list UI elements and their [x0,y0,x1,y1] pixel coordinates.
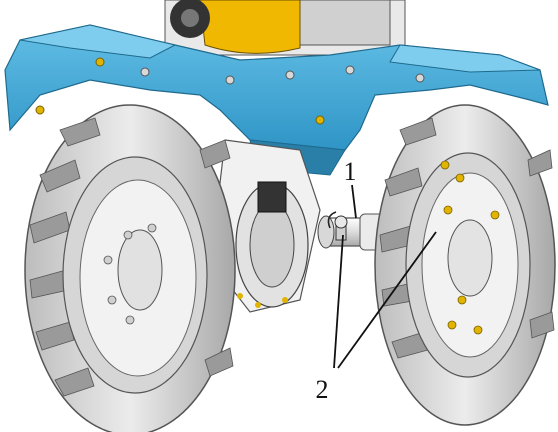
locking-pin-left [327,211,348,241]
leader-2-left [333,234,344,369]
right-wheel [374,104,556,426]
callout-leaders [333,184,437,369]
callout-label-1: 1 [344,157,357,186]
transmission-housing [217,139,321,313]
leader-1 [351,184,357,219]
left-wheel [24,104,236,432]
callout-label-2: 2 [316,375,329,404]
engine-housing [164,0,406,56]
leader-2-right [337,231,437,369]
